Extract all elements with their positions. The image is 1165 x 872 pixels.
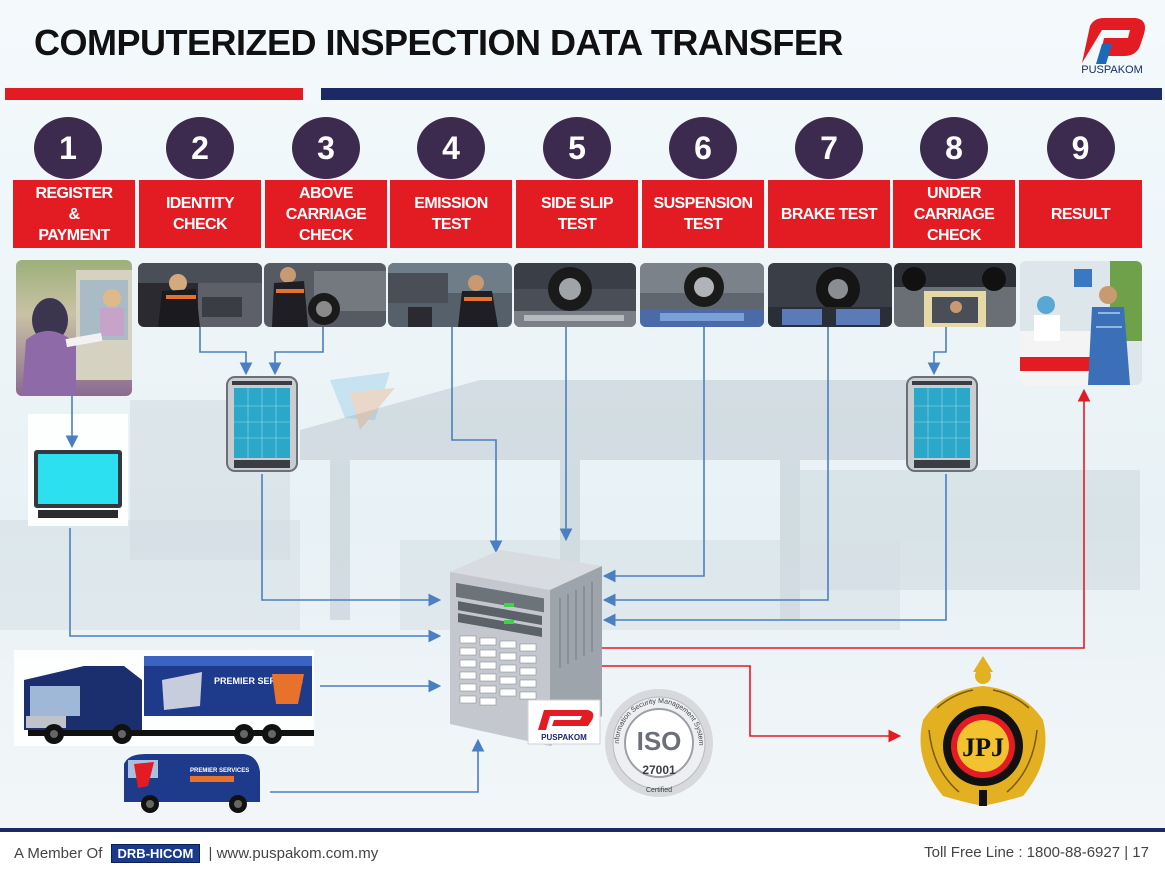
step-label-text: SUSPENSION TEST (653, 193, 754, 235)
step-label-line: CHECK (299, 226, 354, 244)
step-label-text: EMISSION TEST (414, 193, 488, 235)
step-number-3: 3 (292, 117, 360, 179)
step-number-9: 9 (1046, 117, 1115, 179)
step-label-1: REGISTER & PAYMENT (13, 180, 135, 248)
jpj-text: JPJ (962, 733, 1004, 762)
emission-test-photo (388, 263, 512, 327)
van-icon: PREMIER SERVICES (124, 754, 260, 813)
step-label-text: RESULT (1050, 204, 1111, 225)
truck-icon: PREMIER SERVICES (14, 650, 314, 746)
step-label-line: CARRIAGE (285, 205, 367, 223)
step-label-text: ABOVE CARRIAGE CHECK (286, 183, 367, 246)
puspakom-logo-icon (1082, 18, 1145, 64)
header-red-bar (5, 88, 303, 100)
step-label-line: TEST (557, 216, 597, 233)
identity-check-photo (138, 263, 262, 327)
step-label-text: SIDE SLIP TEST (541, 193, 614, 235)
step-label-line: BRAKE TEST (780, 205, 878, 223)
page-title: COMPUTERIZED INSPECTION DATA TRANSFER (34, 22, 843, 63)
step-label-4: EMISSION TEST (390, 180, 512, 248)
step-label-line: ABOVE (299, 184, 354, 202)
step-label-line: PAYMENT (38, 226, 110, 244)
step-label-9: RESULT (1019, 180, 1142, 248)
step-number-7: 7 (795, 117, 863, 179)
suspension-test-photo (640, 263, 764, 327)
step-label-line: IDENTITY (165, 195, 235, 212)
register-payment-photo (16, 260, 132, 396)
drb-hicom-badge: DRB-HICOM (110, 844, 201, 863)
step-label-line: CHECK (173, 216, 228, 233)
side-slip-photo (514, 263, 636, 327)
step-label-line: RESULT (1050, 205, 1111, 223)
step-number-5: 5 (543, 117, 611, 179)
member-prefix: A Member Of (14, 845, 103, 862)
arrow-identity-to-tablet (199, 327, 253, 376)
step-label-5: SIDE SLIP TEST (516, 180, 638, 248)
above-carriage-photo (264, 263, 386, 327)
truck-sign: PREMIER SERVICES (214, 676, 303, 686)
step-label-text: UNDER CARRIAGE CHECK (914, 183, 995, 246)
step-label-line: EMISSION (414, 195, 488, 212)
step-label-line: CHECK (927, 226, 982, 244)
header-navy-bar (321, 88, 1162, 100)
step-label-line: UNDER (927, 184, 982, 202)
iso-main-text: ISO (637, 726, 682, 756)
jpj-emblem: JPJ (920, 656, 1046, 806)
arrow-van-to-server (270, 738, 485, 793)
step-number-6: 6 (669, 117, 737, 179)
step-label-line: SUSPENSION (653, 195, 754, 212)
step-number-8: 8 (920, 117, 988, 179)
step-number-2: 2 (166, 117, 234, 179)
brake-test-photo (768, 263, 892, 327)
step-label-line: SIDE SLIP (541, 195, 614, 212)
footer-rule (0, 828, 1165, 832)
logo-text: PUSPAKOM (1081, 64, 1143, 76)
result-photo (1020, 261, 1142, 385)
arrow-tablet8-to-server (602, 474, 947, 627)
step-number-4: 4 (417, 117, 485, 179)
server-brand: PUSPAKOM (541, 733, 587, 742)
step-label-8: UNDER CARRIAGE CHECK (893, 180, 1015, 248)
step-label-text: REGISTER & PAYMENT (35, 183, 114, 246)
arrow-brake-to-server (602, 327, 829, 607)
step-label-line: TEST (431, 216, 471, 233)
tablet-icon (226, 376, 298, 472)
arrow-server-to-result (602, 388, 1091, 649)
step-label-line: TEST (683, 216, 723, 233)
tollfree-text: Toll Free Line : 1800-88-6927 | 17 (924, 844, 1149, 861)
step-label-text: BRAKE TEST (780, 204, 878, 225)
iso-bottom-text: Certified (646, 787, 672, 794)
tablet-icon (906, 376, 978, 472)
step-label-6: SUSPENSION TEST (642, 180, 764, 248)
under-carriage-photo (894, 263, 1016, 327)
server-icon: PUSPAKOM (450, 550, 602, 746)
arrow-undercarriage-to-tablet (927, 327, 947, 376)
step-number-1: 1 (34, 117, 102, 179)
step-label-text: IDENTITY CHECK (165, 193, 235, 235)
step-label-line: REGISTER (35, 184, 114, 202)
iso-number: 27001 (642, 763, 676, 777)
step-label-2: IDENTITY CHECK (139, 180, 261, 248)
step-label-3: ABOVE CARRIAGE CHECK (265, 180, 387, 248)
arrow-carriage-to-tablet (268, 327, 324, 376)
step-label-7: BRAKE TEST (768, 180, 890, 248)
website-link[interactable]: | www.puspakom.com.my (208, 845, 379, 862)
step-label-line: & (68, 205, 81, 223)
arrow-emission-to-server (451, 327, 503, 554)
step-label-line: CARRIAGE (913, 205, 995, 223)
footer-left: A Member Of DRB-HICOM | www.puspakom.com… (14, 844, 378, 863)
arrow-monitor-to-server (69, 528, 442, 643)
arrow-suspension-to-server (602, 327, 705, 583)
monitor-icon (28, 414, 128, 526)
iso-certification-badge: Information Security Management System I… (602, 686, 713, 797)
arrow-server-to-jpj (602, 665, 902, 743)
arrow-tablet2-to-server (261, 474, 442, 607)
van-sign: PREMIER SERVICES (190, 768, 249, 774)
